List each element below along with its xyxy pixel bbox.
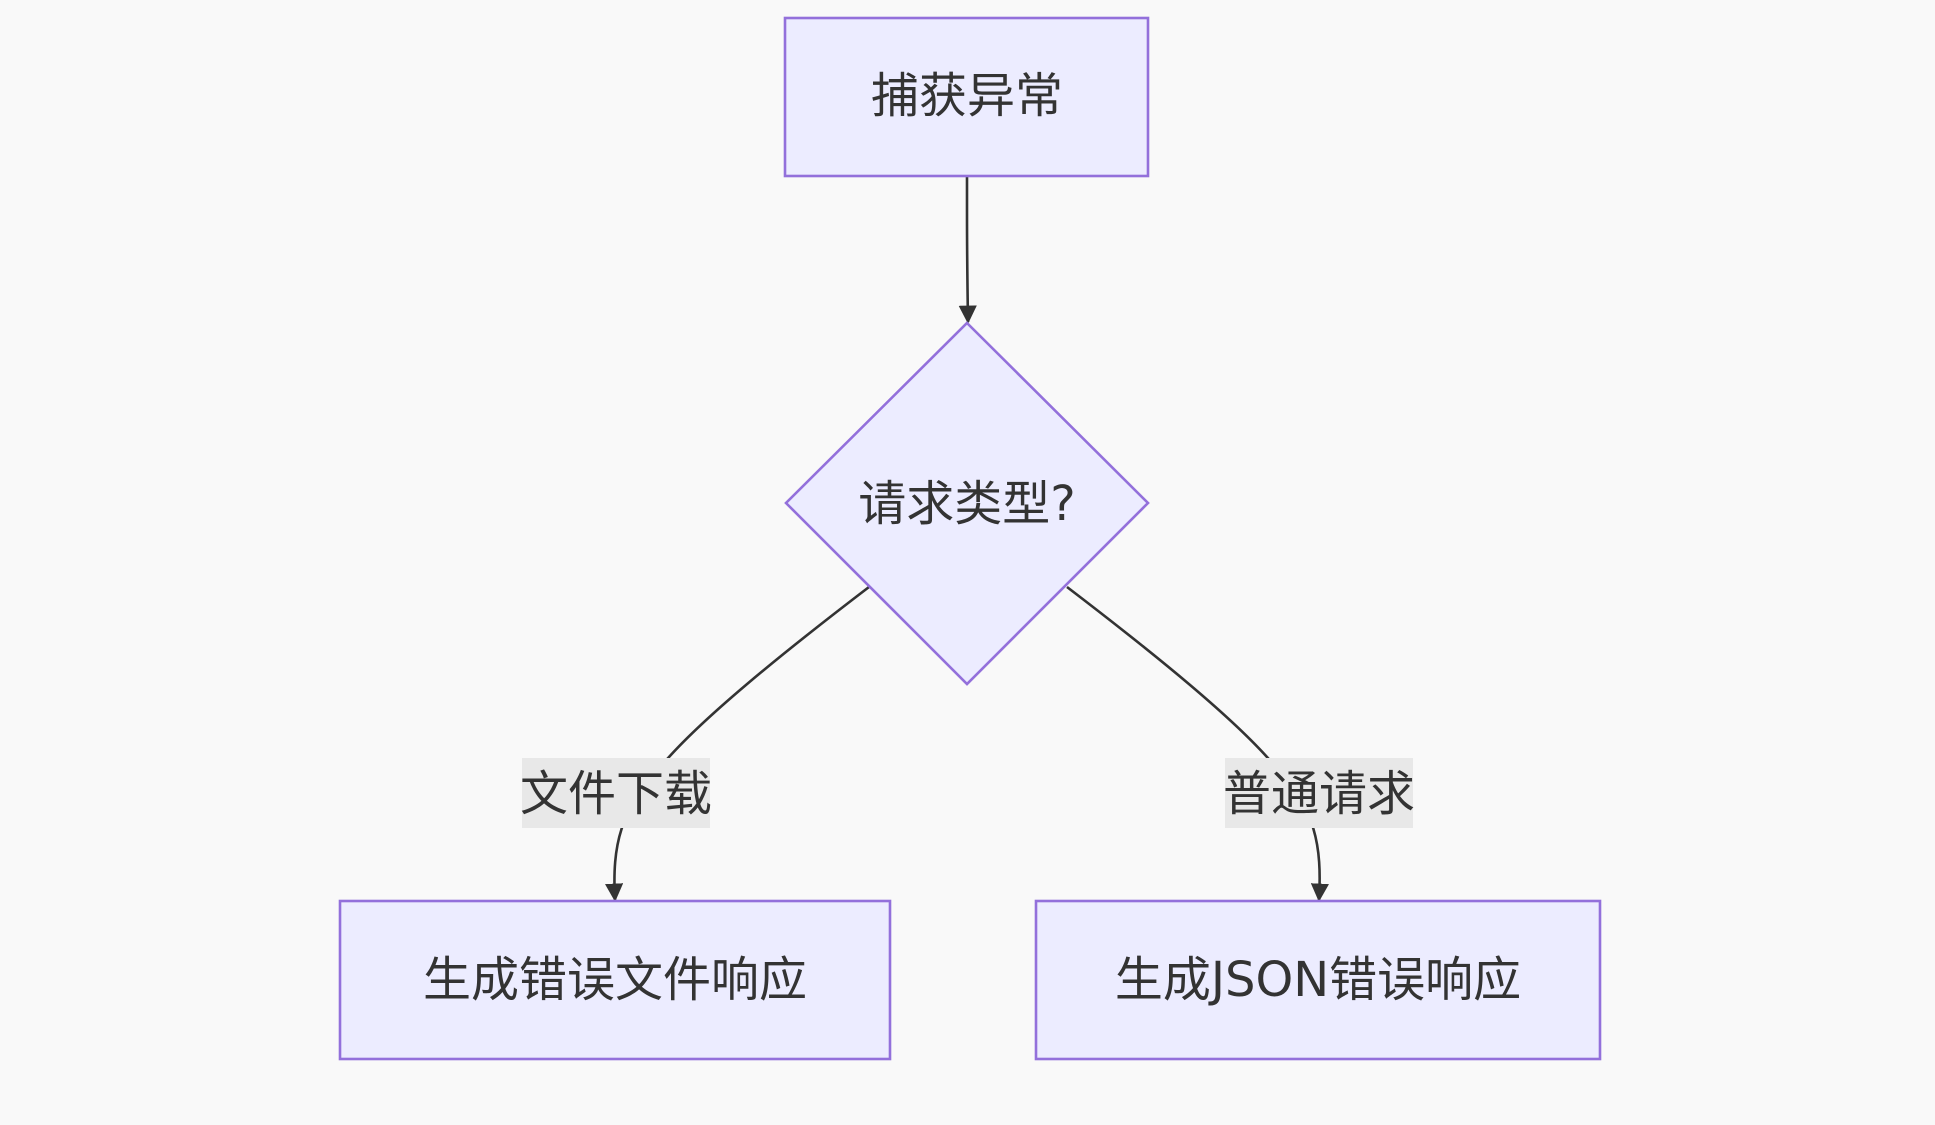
node-json-error-response-label: 生成JSON错误响应 [1115,952,1521,1008]
edge-label-file-download: 文件下载 [520,758,712,828]
edges [605,177,1329,902]
node-catch-exception: 捕获异常 [783,16,1150,178]
node-json-error-response: 生成JSON错误响应 [1034,899,1602,1061]
node-file-error-response-label: 生成错误文件响应 [423,952,807,1008]
node-request-type-label: 请求类型? [858,476,1075,532]
node-catch-exception-box [783,16,1150,178]
node-json-error-response-box [1034,899,1602,1061]
node-request-type-diamond [784,321,1150,686]
edge-label-normal-request-text: 普通请求 [1223,766,1415,822]
node-request-type-decision: 请求类型? [784,321,1150,686]
edge-decision-to-file-response [605,585,870,902]
edge-label-normal-request: 普通请求 [1223,758,1415,828]
edge-decision-to-json-response [1066,585,1329,902]
edge-label-file-download-bg [522,758,710,828]
edge-label-normal-request-bg [1225,758,1413,828]
node-file-error-response: 生成错误文件响应 [338,899,892,1061]
edge-catch-to-decision [958,177,977,324]
node-file-error-response-box [338,899,892,1061]
node-catch-exception-label: 捕获异常 [871,68,1063,124]
edge-label-file-download-text: 文件下载 [520,766,712,822]
